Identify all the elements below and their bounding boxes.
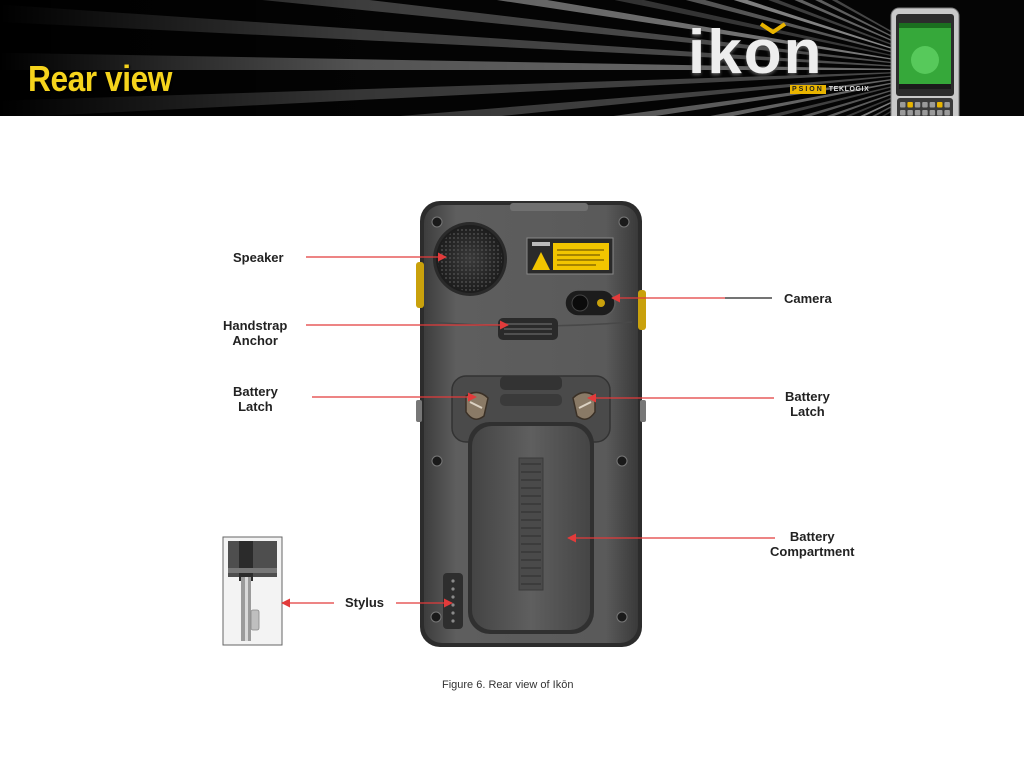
thumbnail-key xyxy=(914,102,921,108)
battery-compartment xyxy=(468,422,594,634)
callout-handstrap-anchor: Handstrap Anchor xyxy=(223,318,288,348)
thumbnail-key xyxy=(900,110,906,116)
callout-battery-latch-left: Battery Latch xyxy=(233,384,278,414)
thumbnail-key xyxy=(922,102,928,108)
callout-battery-compartment: Battery Compartment xyxy=(770,529,855,559)
screw-bottom-right xyxy=(616,611,628,623)
stylus-slot-dot xyxy=(451,619,455,623)
logo-umlaut-mark xyxy=(759,22,787,34)
stylus-slot-dot xyxy=(451,611,455,615)
screw-top-right xyxy=(618,216,630,228)
camera-lens xyxy=(564,289,616,317)
stylus-slot-dot xyxy=(451,595,455,599)
slide-title: Rear view xyxy=(28,58,172,99)
screw-mid-left xyxy=(431,455,443,467)
psion-teklogix-brand: PSION TEKLOGIX xyxy=(790,83,869,95)
thumbnail-key xyxy=(944,102,950,108)
thumbnail-key xyxy=(907,102,913,108)
speaker-grille xyxy=(433,222,507,296)
stylus-inset-photo xyxy=(222,536,283,646)
leader-lines xyxy=(281,252,775,608)
stylus-slot-dot xyxy=(451,587,455,591)
callout-camera: Camera xyxy=(784,291,832,306)
thumbnail-key xyxy=(929,110,936,116)
thumbnail-key xyxy=(929,102,936,108)
figure-caption: Figure 6. Rear view of Ikōn xyxy=(442,679,574,691)
brand-teklogix-text: TEKLOGIX xyxy=(828,85,870,93)
handheld-device-thumbnail xyxy=(890,7,960,116)
screw-mid-right xyxy=(616,455,628,467)
callout-stylus: Stylus xyxy=(345,595,385,610)
banner-light-rays xyxy=(0,0,1024,116)
callout-battery-latch-right: Battery Latch xyxy=(785,389,830,419)
brand-psion-badge: PSION xyxy=(790,84,826,94)
thumbnail-key xyxy=(914,110,921,116)
thumbnail-key xyxy=(907,110,913,116)
stylus-slot xyxy=(443,573,463,629)
battery-latch-right xyxy=(572,391,596,420)
header-banner: Rear view ikon PSION TEKLOGIX xyxy=(0,0,1024,116)
thumbnail-key xyxy=(937,102,943,108)
screw-bottom-left xyxy=(430,611,442,623)
thumbnail-key xyxy=(900,102,906,108)
screw-top-left xyxy=(431,216,443,228)
stylus-slot-dot xyxy=(451,579,455,583)
ikon-logo-wordmark: ikon xyxy=(688,18,824,87)
callout-speaker: Speaker xyxy=(233,250,284,265)
thumbnail-key xyxy=(937,110,943,116)
thumbnail-key xyxy=(922,110,928,116)
thumbnail-key xyxy=(944,110,950,116)
laser-warning-label xyxy=(526,237,614,275)
handstrap-anchor xyxy=(498,318,558,340)
stylus-slot-dot xyxy=(451,603,455,607)
